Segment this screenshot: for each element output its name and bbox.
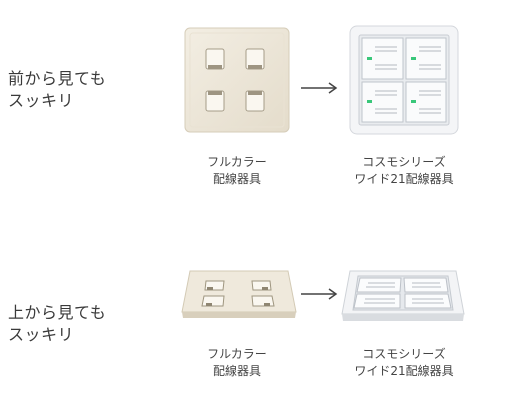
caption-line2: ワイド21配線器具 [354, 172, 454, 186]
front-view-heading: 前から見ても スッキリ [8, 68, 106, 112]
arrow-right-icon [301, 82, 338, 94]
arrow-right-icon [301, 288, 338, 300]
full-color-caption-front: フルカラー 配線器具 [184, 154, 290, 188]
full-color-caption-top: フルカラー 配線器具 [184, 346, 290, 380]
front-view-heading-line2: スッキリ [8, 91, 75, 110]
cosmo-caption-top: コスモシリーズ ワイド21配線器具 [334, 346, 474, 380]
caption-line2: ワイド21配線器具 [354, 364, 454, 378]
caption-line2: 配線器具 [212, 364, 261, 378]
cosmo-wide21-switch-top-photo [341, 270, 465, 321]
cosmo-caption-front: コスモシリーズ ワイド21配線器具 [334, 154, 474, 188]
top-view-heading: 上から見ても スッキリ [8, 302, 106, 346]
caption-line1: コスモシリーズ [362, 347, 446, 361]
top-view-heading-line1: 上から見ても [8, 303, 107, 322]
front-view-heading-line1: 前から見ても [8, 69, 107, 88]
cosmo-wide21-switch-front-photo [349, 25, 459, 135]
caption-line2: 配線器具 [212, 172, 261, 186]
full-color-switch-front-photo [184, 27, 290, 133]
caption-line1: フルカラー [207, 347, 267, 361]
caption-line1: フルカラー [207, 155, 267, 169]
full-color-switch-top-photo [181, 270, 297, 318]
caption-line1: コスモシリーズ [362, 155, 446, 169]
top-view-heading-line2: スッキリ [8, 325, 75, 344]
